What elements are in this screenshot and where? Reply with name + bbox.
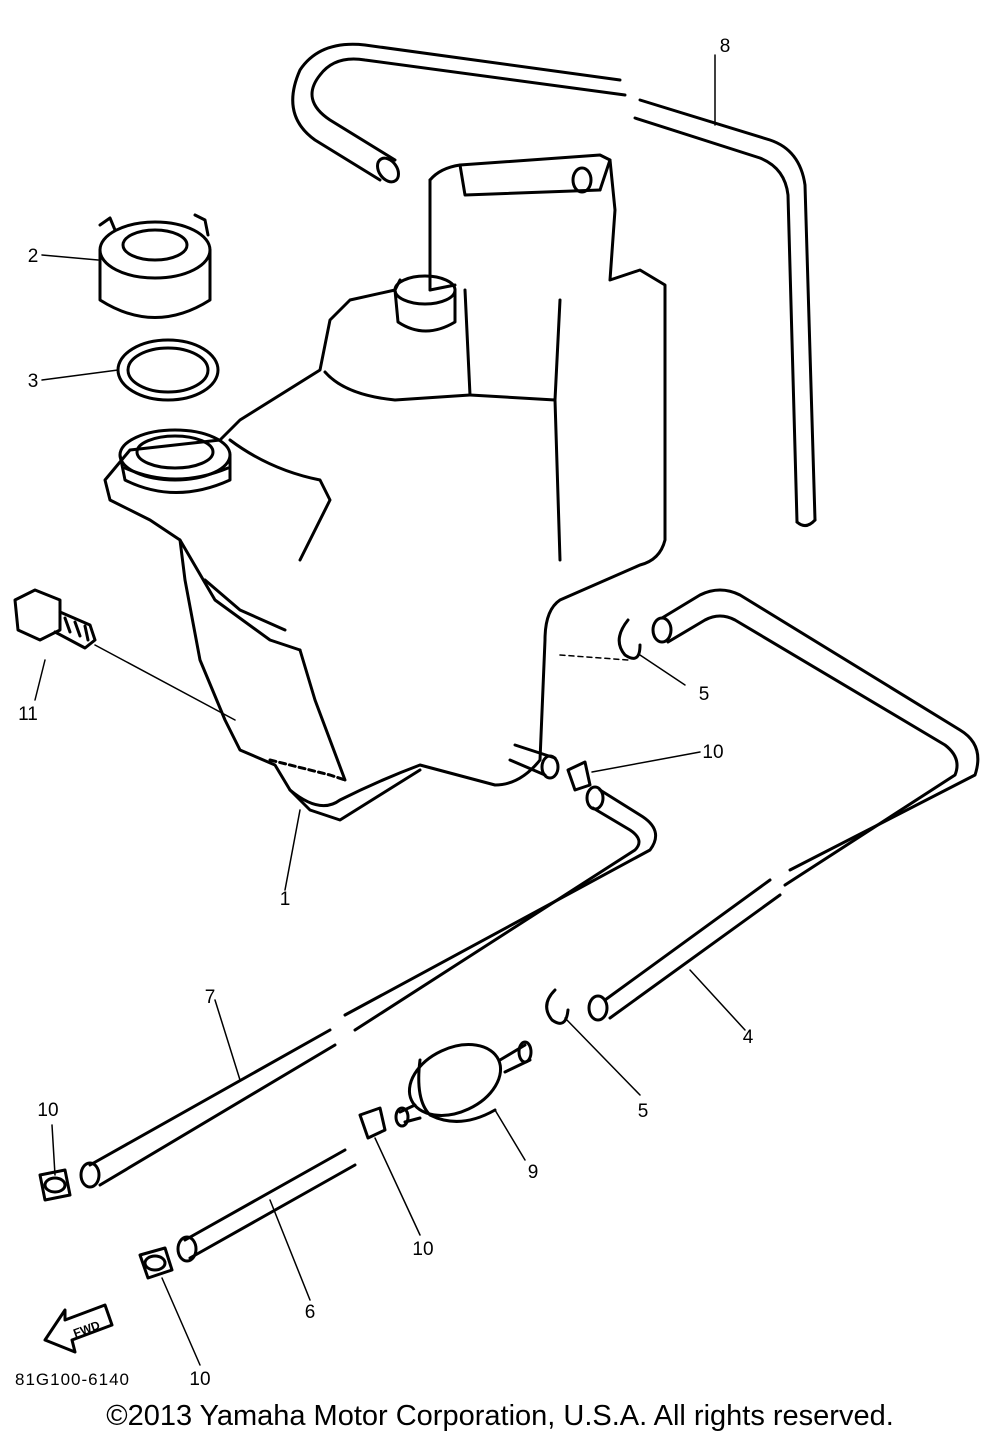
callout-10-tank: 10 xyxy=(702,742,723,763)
callout-11: 11 xyxy=(18,704,38,725)
cap-drawing xyxy=(98,213,212,319)
callout-10-hose6: 10 xyxy=(189,1369,210,1390)
clamp-10-hose6-drawing xyxy=(138,1246,174,1280)
clip-5-upper-drawing xyxy=(559,618,642,661)
gasket-drawing xyxy=(116,338,220,402)
filler-neck-drawing xyxy=(118,428,232,494)
callout-5-lower: 5 xyxy=(638,1101,649,1122)
callout-8: 8 xyxy=(720,36,731,57)
clamp-10-filter-drawing xyxy=(358,1106,387,1140)
hose-8-drawing xyxy=(291,42,817,527)
tank-outlet-drawing xyxy=(508,743,592,792)
fuel-filter-drawing xyxy=(394,1040,533,1128)
callout-6: 6 xyxy=(305,1302,316,1323)
callout-9: 9 xyxy=(528,1162,539,1183)
parts-diagram: 1 2 3 4 5 5 6 7 8 9 10 10 10 10 11 FWD 8… xyxy=(13,36,980,1390)
callout-1: 1 xyxy=(280,889,291,910)
bolt-drawing xyxy=(13,588,236,721)
callout-7: 7 xyxy=(205,987,216,1008)
fwd-arrow-icon xyxy=(43,1303,114,1354)
tank-drawing xyxy=(103,153,667,822)
callout-2: 2 xyxy=(28,246,39,267)
callout-5-upper: 5 xyxy=(699,684,710,705)
fwd-label: FWD xyxy=(71,1318,102,1341)
callout-10-filter: 10 xyxy=(412,1239,433,1260)
callouts: 1 2 3 4 5 5 6 7 8 9 10 10 10 10 11 xyxy=(18,36,754,1390)
leader-lines xyxy=(34,54,746,1366)
callout-4: 4 xyxy=(743,1027,754,1048)
hose-6-drawing xyxy=(176,1148,357,1263)
drawing-code: 81G100-6140 xyxy=(15,1370,130,1389)
copyright-notice: ©2013 Yamaha Motor Corporation, U.S.A. A… xyxy=(106,1400,894,1432)
callout-10-hose7: 10 xyxy=(37,1100,58,1121)
hose-7-drawing xyxy=(79,785,658,1189)
callout-3: 3 xyxy=(28,371,39,392)
hose-4-drawing xyxy=(587,588,980,1022)
clamp-10-hose7-drawing xyxy=(38,1168,72,1202)
